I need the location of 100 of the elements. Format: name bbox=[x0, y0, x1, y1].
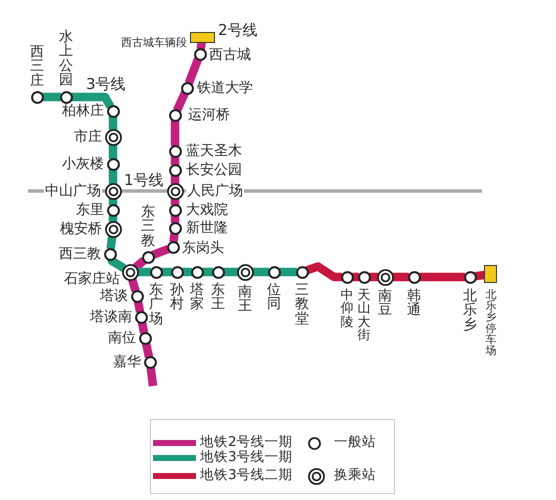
rail-line bbox=[138, 321, 148, 334]
station-name: 中仰陵 bbox=[340, 289, 354, 329]
station-name: 东广场 bbox=[148, 283, 164, 326]
station-circle bbox=[150, 266, 162, 278]
rail-line bbox=[151, 244, 170, 260]
depot-name: 西古城车辆段 bbox=[121, 36, 187, 48]
legend-text: 地铁3号线二期 bbox=[200, 469, 293, 482]
rail-line bbox=[146, 366, 158, 387]
station-name: 塔谈 bbox=[100, 289, 128, 303]
station-circle bbox=[268, 266, 280, 278]
rail-line bbox=[42, 92, 61, 102]
rail-line bbox=[279, 268, 297, 276]
station-name: 位同 bbox=[266, 283, 282, 312]
double-circle bbox=[236, 264, 254, 280]
station-circle bbox=[170, 266, 184, 278]
station-name: 东岗头 bbox=[182, 241, 224, 255]
station-name: 长安公园 bbox=[186, 163, 242, 177]
rail-line bbox=[108, 144, 118, 159]
station-name: 运河桥 bbox=[188, 108, 230, 122]
station-name: 槐安桥 bbox=[60, 222, 102, 236]
depot-box bbox=[484, 265, 497, 283]
station-circle bbox=[106, 104, 120, 118]
station-circle bbox=[168, 108, 182, 122]
station-circle bbox=[60, 90, 72, 104]
double-circle bbox=[104, 128, 122, 146]
station-name: 北乐乡 bbox=[462, 289, 478, 332]
depot-box bbox=[190, 32, 215, 43]
line-name: 1号线 bbox=[124, 172, 164, 188]
rail-line bbox=[169, 232, 179, 242]
station-name: 东三教 bbox=[140, 205, 156, 248]
rail-line bbox=[182, 268, 192, 276]
station-circle bbox=[166, 240, 180, 254]
station-circle bbox=[106, 204, 120, 216]
rail-line bbox=[106, 235, 116, 250]
station-circle bbox=[464, 270, 476, 284]
rail-line bbox=[137, 268, 151, 276]
station-circle bbox=[296, 266, 308, 278]
rail-line bbox=[305, 262, 342, 282]
station-circle bbox=[130, 290, 144, 302]
station-name: 蓝天圣木 bbox=[186, 144, 242, 158]
station-circle bbox=[212, 266, 224, 278]
legend-text: 换乘站 bbox=[334, 469, 376, 482]
station-name: 南王 bbox=[238, 285, 252, 314]
rail-line bbox=[223, 268, 238, 276]
station-circle bbox=[340, 270, 354, 284]
station-circle bbox=[142, 250, 154, 264]
station-circle bbox=[30, 90, 44, 104]
rail-line bbox=[170, 120, 180, 146]
station-name: 小灰楼 bbox=[62, 157, 104, 171]
double-circle bbox=[104, 220, 122, 238]
station-name: 南豆 bbox=[378, 289, 392, 318]
station-name: 柏林庄 bbox=[62, 104, 104, 118]
station-circle bbox=[144, 356, 156, 368]
station-name: 中山广场 bbox=[44, 184, 102, 198]
station-name: 孙村 bbox=[170, 283, 184, 312]
station-circle bbox=[168, 204, 182, 216]
station-circle bbox=[134, 310, 148, 324]
station-name: 大戏院 bbox=[186, 203, 228, 217]
station-circle bbox=[180, 82, 194, 94]
station-name: 天山大街 bbox=[357, 289, 371, 342]
station-name: 西三庄 bbox=[30, 45, 44, 88]
station-name: 东里 bbox=[76, 203, 104, 217]
legend-text: 地铁2号线一期 bbox=[200, 436, 293, 450]
station-circle bbox=[408, 270, 420, 284]
rail-line bbox=[128, 278, 140, 292]
station-circle bbox=[194, 48, 206, 60]
station-name: 塔谈南 bbox=[90, 310, 132, 324]
station-name: 西三教 bbox=[59, 247, 101, 261]
rail-line bbox=[107, 256, 126, 272]
rail-line bbox=[120, 189, 168, 193]
station-circle bbox=[168, 222, 182, 234]
station-name: 铁道大学 bbox=[197, 81, 253, 95]
rail-line bbox=[419, 272, 465, 282]
rail-line bbox=[474, 270, 486, 280]
rail-line bbox=[161, 268, 172, 276]
station-circle bbox=[104, 248, 116, 260]
station-name: 东王 bbox=[210, 283, 226, 312]
station-circle bbox=[168, 144, 182, 158]
rail-line bbox=[108, 116, 118, 130]
station-name: 西古城 bbox=[209, 48, 251, 62]
double-circle bbox=[122, 264, 138, 280]
double-circle bbox=[166, 182, 184, 200]
station-name: 嘉华 bbox=[113, 355, 141, 369]
station-name: 石家庄站 bbox=[64, 272, 120, 286]
rail-line bbox=[392, 272, 409, 282]
rail-line bbox=[71, 92, 114, 109]
station-name: 市庄 bbox=[74, 130, 102, 144]
rail-line bbox=[173, 90, 189, 112]
rail-line bbox=[132, 256, 147, 271]
station-circle bbox=[358, 270, 370, 284]
station-name: 水上公园 bbox=[58, 30, 74, 88]
rail-line bbox=[184, 57, 202, 85]
station-circle bbox=[138, 332, 152, 344]
station-name: 韩通 bbox=[406, 289, 422, 318]
station-circle bbox=[168, 164, 182, 176]
station-name: 新世隆 bbox=[186, 221, 228, 235]
double-circle bbox=[376, 268, 394, 286]
station-circle bbox=[190, 266, 204, 278]
double-circle bbox=[104, 182, 122, 200]
rail-line bbox=[134, 300, 144, 313]
